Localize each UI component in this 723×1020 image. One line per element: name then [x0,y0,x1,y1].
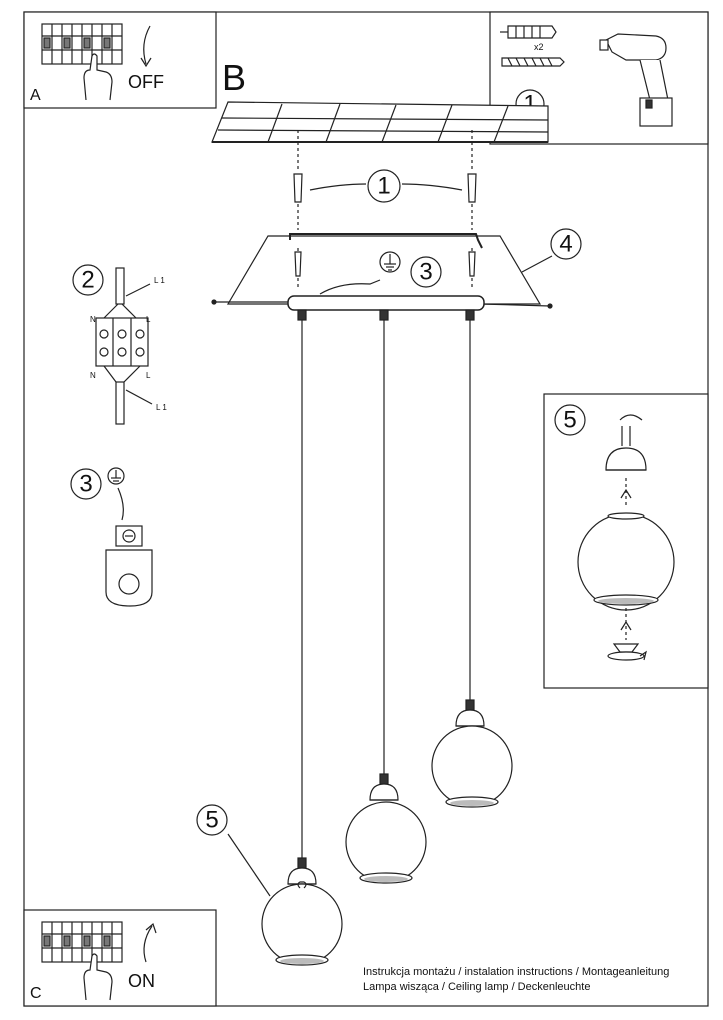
wire-label-l1-top: L 1 [154,276,165,285]
step-2-badge [72,264,104,296]
step-5-callout [196,804,228,836]
caption-product-type: Lampa wisząca / Ceiling lamp / Deckenleu… [363,981,591,993]
wire-label-l1-bottom: L 1 [156,403,167,412]
step-5-number: 5 [205,807,218,834]
panel-c-action: ON [128,971,155,991]
panel-c: C ON [23,909,217,1007]
caption-instructions: Instrukcja montażu / instalation instruc… [363,966,670,978]
terminal-block-icon [95,317,149,367]
step-4-number: 4 [559,231,572,258]
ceiling-tiles [211,101,549,143]
panel-b-letter: B [222,57,246,98]
wire-label-n-bottom: N [90,371,96,380]
arrow-up-icon [620,620,632,631]
screw-icon [501,57,565,67]
panel-a-letter: A [30,87,41,104]
pendant-shade-left [261,857,343,966]
hand-icon [83,53,113,101]
pendant-shade-middle [345,773,427,884]
wiring-detail: 2 N L N L L 1 L 1 [72,264,167,425]
panel-c-letter: C [30,985,42,1002]
pendant-cords [297,309,475,864]
hand-icon [83,953,113,1001]
step-3-callout [410,256,442,288]
step-2-number: 2 [81,267,94,294]
arrow-down-icon [143,25,151,65]
step-1-number: 1 [377,173,390,200]
ground-symbol-icon [107,467,125,485]
wire-label-l-bottom: L [146,371,151,380]
wall-anchor-icon [500,25,557,39]
arrow-up-icon [620,488,632,499]
panel-a: A OFF [23,11,217,109]
step-3-badge [70,468,102,500]
mounting-bar [287,295,485,311]
rotate-icon [607,651,645,661]
step-5-badge-number: 5 [563,407,576,434]
panel-a-action: OFF [128,72,164,92]
step-3-badge-number: 3 [79,471,92,498]
ground-terminal-detail: 3 [70,467,153,607]
shade-detail: 5 [543,393,709,689]
drill-icon [599,33,673,127]
mounting-screws [293,130,477,230]
step-3-number: 3 [419,259,432,286]
wire-label-n-top: N [90,315,96,324]
wire-label-l-top: L [146,315,151,324]
arrow-up-icon [143,925,153,963]
breaker-box-icon [41,921,123,963]
step-4-callout [550,228,582,260]
step-1-callout [367,169,401,203]
anchor-count: x2 [534,42,544,52]
pendant-shade-right [431,699,513,808]
step-5-badge [554,404,586,436]
breaker-box-icon [41,23,123,65]
ground-symbol-icon [379,251,401,273]
